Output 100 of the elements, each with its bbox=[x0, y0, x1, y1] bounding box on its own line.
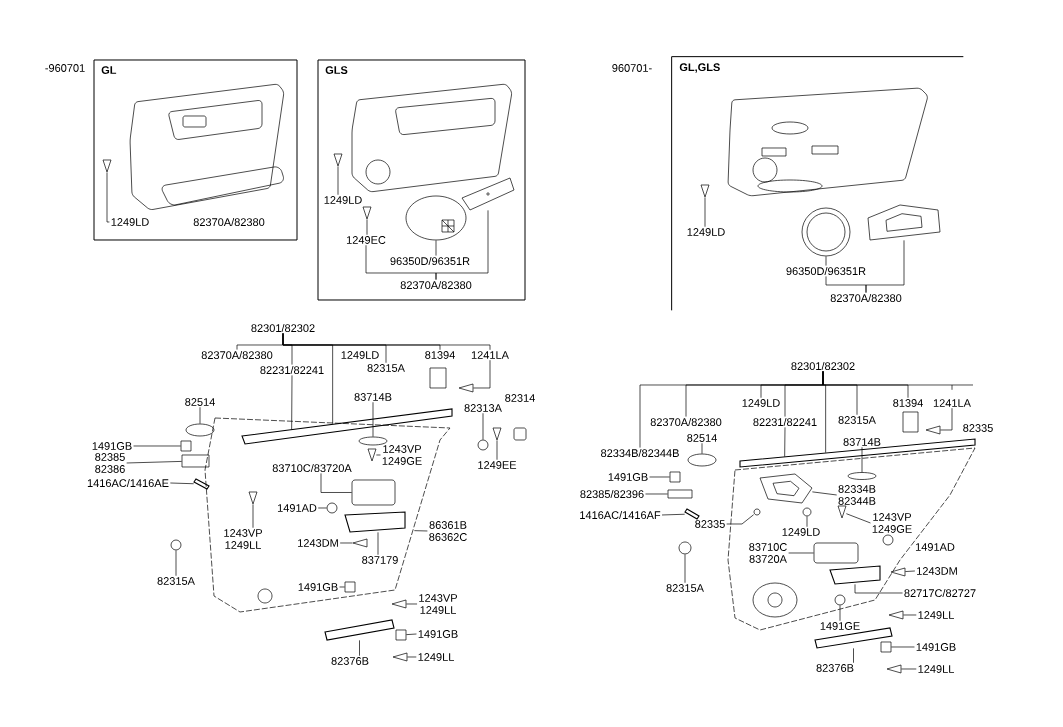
part-number: 82717C/82727 bbox=[904, 588, 976, 598]
part-number: 82334B 82344B bbox=[838, 485, 876, 505]
part-number: 1491AD bbox=[277, 504, 317, 512]
leader-line bbox=[339, 542, 353, 544]
clip bbox=[344, 581, 356, 593]
leader-line bbox=[905, 570, 916, 572]
leader-line bbox=[106, 172, 110, 223]
leader-line bbox=[788, 552, 814, 554]
part-number: 82231/82241 bbox=[753, 417, 817, 427]
variant-heading: GLS bbox=[325, 66, 348, 74]
part-number: 83710C 83720A bbox=[749, 543, 787, 563]
part-number: 1249EE bbox=[478, 461, 517, 469]
part-number: 82315A bbox=[666, 584, 704, 592]
part-number: 1243VP 1249LL bbox=[224, 529, 262, 549]
leader-line bbox=[726, 514, 754, 525]
leader-line bbox=[701, 442, 703, 454]
trim-cap bbox=[687, 453, 717, 467]
part-number: 1249LD bbox=[782, 528, 820, 536]
leader-line bbox=[252, 504, 254, 529]
clip bbox=[802, 507, 812, 517]
screw bbox=[392, 652, 408, 662]
clip bbox=[678, 541, 692, 555]
leader-line bbox=[496, 440, 498, 461]
part-number: 1249LD bbox=[341, 351, 379, 359]
clip bbox=[395, 629, 407, 641]
clip bbox=[880, 641, 892, 653]
leader-line bbox=[170, 482, 194, 485]
plug bbox=[753, 508, 761, 516]
clip bbox=[834, 594, 846, 606]
part-number: 82370A/82380 bbox=[650, 417, 722, 427]
leader-line bbox=[435, 210, 489, 280]
leader-line bbox=[825, 256, 827, 266]
leader-line bbox=[806, 516, 808, 528]
part-number: 1416AC/1416AE bbox=[87, 478, 169, 488]
part-number: 1249LL bbox=[918, 665, 954, 673]
handle-bezel bbox=[759, 473, 813, 504]
screw bbox=[886, 664, 902, 674]
screw bbox=[837, 505, 847, 519]
part-number: 86361B 86362C bbox=[429, 521, 467, 541]
bracket bbox=[344, 511, 406, 533]
leader-line bbox=[704, 197, 706, 228]
part-number: 82376B bbox=[331, 657, 369, 665]
part-number: 82370A/82380 bbox=[830, 293, 902, 303]
moulding-strip bbox=[241, 408, 453, 445]
part-number: 1249LD bbox=[687, 228, 725, 236]
leader-line bbox=[337, 166, 339, 196]
screw bbox=[492, 427, 502, 441]
screw bbox=[888, 610, 904, 620]
part-number: 1249LL bbox=[918, 611, 954, 619]
trim-cap bbox=[185, 423, 215, 437]
part-number: 1249LD bbox=[324, 196, 362, 204]
bracket bbox=[324, 619, 395, 641]
leader-line bbox=[853, 648, 854, 664]
leader-line bbox=[291, 375, 293, 430]
leader-line bbox=[854, 584, 903, 594]
screw bbox=[352, 538, 368, 548]
leader-line bbox=[372, 401, 374, 437]
part-number: 1491GB bbox=[916, 643, 956, 651]
screw bbox=[362, 206, 372, 220]
leader-line bbox=[901, 668, 917, 670]
leader-line bbox=[406, 603, 418, 605]
fastener bbox=[193, 478, 210, 490]
screw bbox=[700, 184, 710, 198]
screw bbox=[367, 448, 377, 462]
screw bbox=[248, 491, 258, 505]
clip bbox=[170, 539, 182, 551]
part-number: 82514 bbox=[687, 434, 717, 442]
part-number: 82301/82302 bbox=[251, 323, 315, 333]
part-number: 83714B bbox=[354, 393, 392, 401]
speaker-cover bbox=[405, 195, 467, 241]
leader-line bbox=[199, 406, 201, 424]
leader-line bbox=[812, 491, 838, 496]
clip bbox=[326, 502, 338, 514]
part-number: 82313A bbox=[464, 404, 502, 412]
leader-line bbox=[661, 513, 685, 516]
part-number: 82314 bbox=[505, 394, 535, 402]
leader-line bbox=[406, 633, 417, 635]
leader-line bbox=[684, 554, 686, 584]
part-number: 83710C/83720A bbox=[272, 463, 352, 473]
part-number: 81394 bbox=[893, 399, 923, 407]
leader-line bbox=[359, 640, 360, 657]
part-number: 96350D/96351R bbox=[786, 266, 866, 276]
slot-cover bbox=[847, 472, 877, 480]
leader-line bbox=[320, 473, 352, 493]
part-number: 82385/82396 bbox=[580, 489, 644, 499]
leader-line bbox=[366, 219, 368, 236]
part-number: 82315A bbox=[367, 364, 405, 372]
part-number: 1491GB bbox=[418, 630, 458, 638]
leader-line bbox=[126, 461, 182, 464]
part-number: 82514 bbox=[185, 398, 215, 406]
part-number: 1249LL bbox=[418, 653, 454, 661]
part-number: 1491GB bbox=[608, 473, 648, 481]
part-number: 82301/82302 bbox=[791, 361, 855, 371]
part-number: 1243VP 1249LL bbox=[419, 594, 457, 614]
part-number: 1243DM bbox=[917, 567, 957, 575]
variant-heading: GL bbox=[101, 66, 117, 74]
leader-line bbox=[891, 646, 915, 648]
armrest bbox=[867, 204, 941, 241]
screw bbox=[890, 567, 906, 577]
fastener bbox=[684, 508, 700, 520]
